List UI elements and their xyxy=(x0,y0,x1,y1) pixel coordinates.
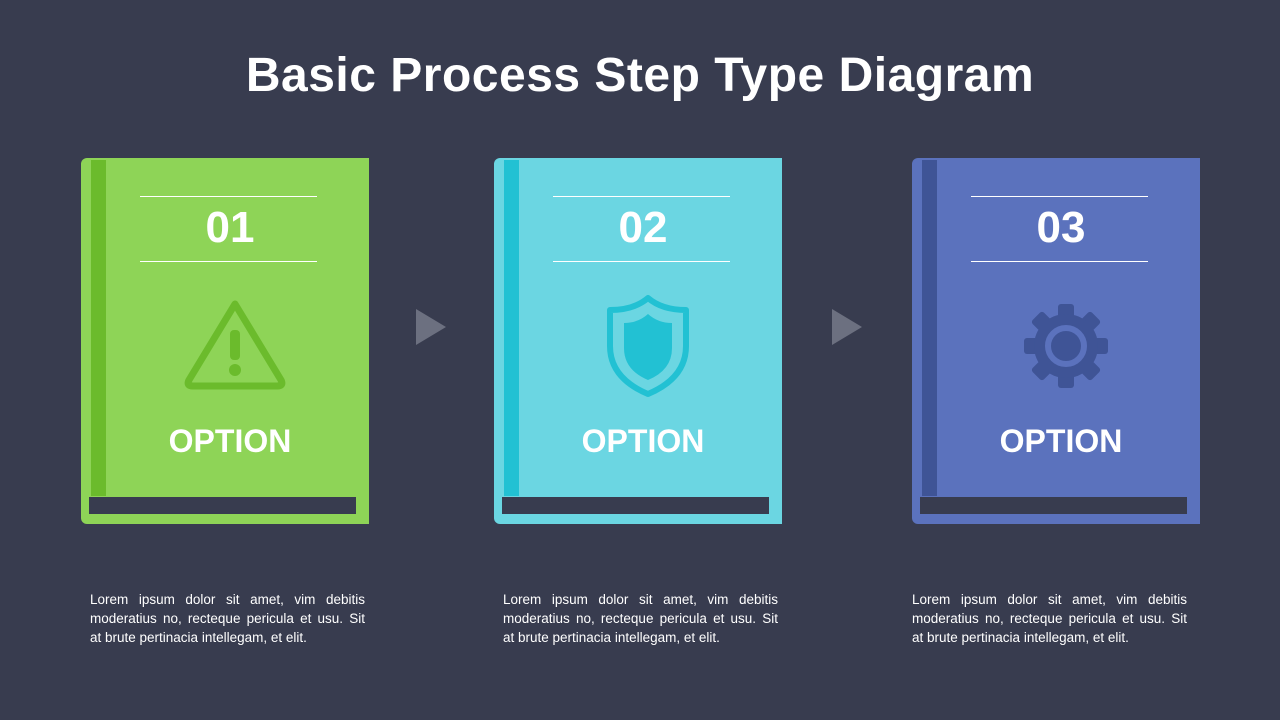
step-description-2: Lorem ipsum dolor sit amet, vim debitis … xyxy=(503,592,778,645)
step-description-3: Lorem ipsum dolor sit amet, vim debitis … xyxy=(912,592,1187,645)
gear-icon xyxy=(1024,304,1108,388)
step-label: OPTION xyxy=(581,423,705,459)
book-spine xyxy=(922,160,937,496)
step-label: OPTION xyxy=(999,423,1123,459)
book-pages xyxy=(89,497,356,514)
divider-line xyxy=(553,261,730,262)
step-card-3: 03 OPTION xyxy=(912,158,1200,524)
step-label: OPTION xyxy=(168,423,292,459)
book-pages xyxy=(502,497,769,514)
warning-icon xyxy=(184,300,286,390)
step-number: 02 xyxy=(618,203,668,252)
page-title: Basic Process Step Type Diagram xyxy=(245,49,1035,102)
step-card-2: 02 OPTION xyxy=(494,158,782,524)
step-number: 03 xyxy=(1036,203,1086,252)
divider-line xyxy=(553,196,730,197)
shield-icon xyxy=(607,295,689,397)
book-spine xyxy=(504,160,519,496)
divider-line xyxy=(971,261,1148,262)
book-pages xyxy=(920,497,1187,514)
arrow-right-icon xyxy=(832,309,862,345)
step-number: 01 xyxy=(205,203,255,252)
divider-line xyxy=(140,261,317,262)
arrow-right-icon xyxy=(416,309,446,345)
step-description-1: Lorem ipsum dolor sit amet, vim debitis … xyxy=(90,592,365,645)
divider-line xyxy=(971,196,1148,197)
divider-line xyxy=(140,196,317,197)
step-card-1: 01 OPTION xyxy=(81,158,369,524)
book-spine xyxy=(91,160,106,496)
